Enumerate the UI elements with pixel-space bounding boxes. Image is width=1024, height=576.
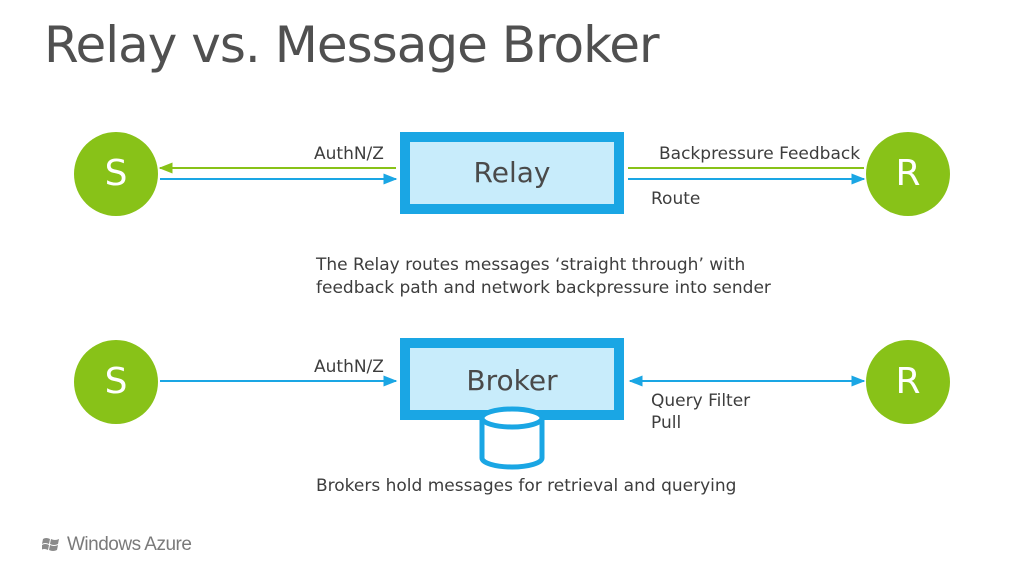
relay-auth-label: AuthN/Z (314, 144, 384, 164)
windows-flag-icon (42, 538, 59, 551)
broker-auth-label: AuthN/Z (314, 357, 384, 377)
relay-box-label: Relay (473, 156, 551, 189)
broker-receiver-label: R (895, 361, 921, 402)
windows-azure-logo: Windows Azure (42, 532, 192, 558)
relay-sender-label: S (104, 153, 128, 194)
relay-sender-node (74, 132, 158, 216)
database-icon (479, 406, 545, 470)
broker-caption: Brokers hold messages for retrieval and … (316, 476, 737, 496)
logo-text: Windows Azure (67, 534, 192, 555)
broker-receiver-node (866, 340, 950, 424)
broker-sender-node (74, 340, 158, 424)
broker-box-inner (410, 348, 614, 410)
relay-route-label: Route (651, 189, 701, 209)
relay-caption-line-2: feedback path and network backpressure i… (316, 278, 771, 298)
broker-box-label: Broker (466, 364, 558, 397)
broker-sender-label: S (104, 361, 128, 402)
relay-caption-line-1: The Relay routes messages ‘straight thro… (316, 255, 746, 275)
relay-receiver-label: R (895, 153, 921, 194)
relay-box-inner (410, 142, 614, 204)
page-title: Relay vs. Message Broker (44, 16, 660, 74)
broker-pull-label: Pull (651, 413, 682, 433)
broker-query-label: Query Filter (651, 391, 751, 411)
relay-receiver-node (866, 132, 950, 216)
relay-feedback-label: Backpressure Feedback (659, 144, 861, 164)
